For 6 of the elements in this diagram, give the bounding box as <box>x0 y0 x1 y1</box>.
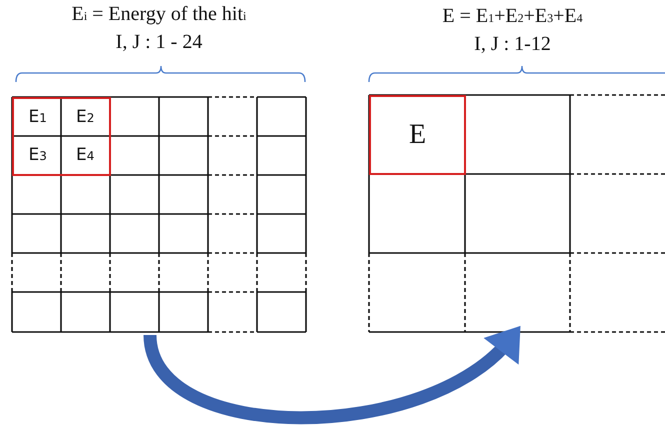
highlight-box <box>12 97 111 176</box>
index-range-text: I, J : 1-12 <box>474 32 551 56</box>
cell-label: E <box>408 121 426 149</box>
curved-arrow <box>144 327 522 424</box>
index-range-text: I, J : 1 - 24 <box>116 30 202 54</box>
highlight-box <box>369 95 466 175</box>
